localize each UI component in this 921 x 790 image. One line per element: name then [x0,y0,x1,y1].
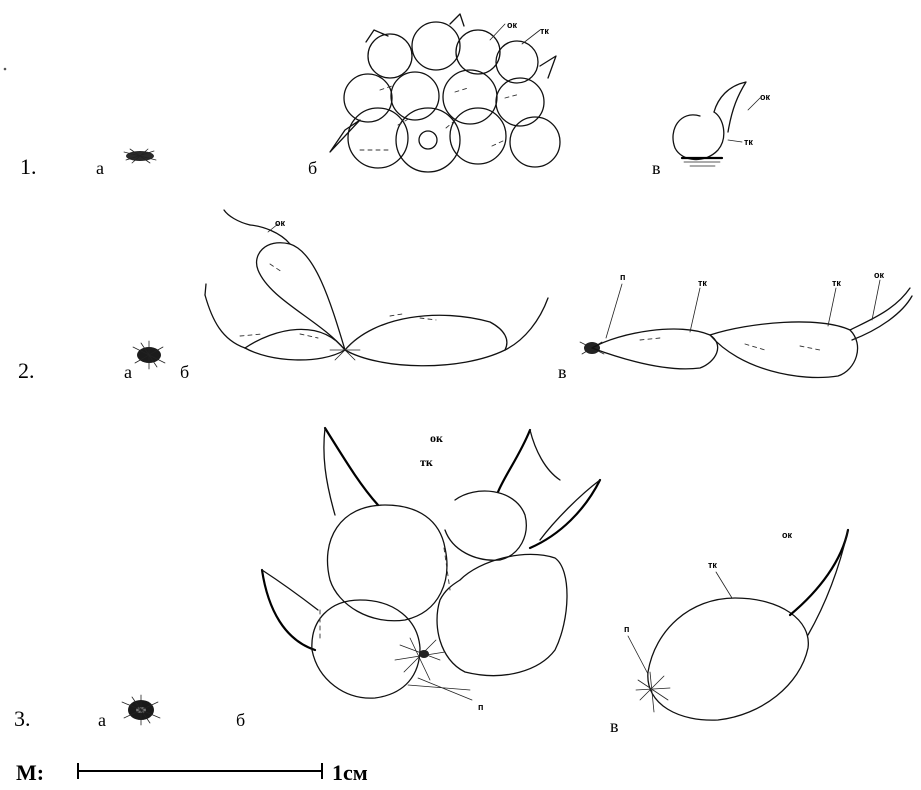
r3-number: 3. [14,706,31,731]
r3-label-v: в [610,716,619,736]
r1-b-label-tk: тк [540,26,549,36]
r3-b-label-ok: ок [430,431,443,445]
r3-v-label-ok: ок [782,530,792,540]
r1-label-v: в [652,158,661,178]
r3-b-label-tk: тк [420,455,433,469]
scale-prefix: М: [16,760,44,785]
r3-specimen-v [628,530,848,720]
r1-v-label-ok: ок [760,92,770,102]
r3-specimen-a [122,695,160,725]
stray-dot [4,68,7,71]
r1-v-label-tk: тк [744,137,753,147]
r1-label-a: а [96,158,104,178]
r2-specimen-v [580,280,912,377]
r1-specimen-a [124,149,156,163]
r2-b-label-ok: ок [275,218,285,228]
r2-specimen-b [205,210,548,366]
r1-cluster-b [330,14,560,172]
r1-label-b: б [308,158,317,178]
r1-specimen-v [673,82,760,166]
r2-label-b: б [180,362,189,382]
r3-v-label-p: п [624,624,629,634]
r2-specimen-a [133,341,165,369]
r1-b-label-ok: ок [507,20,517,30]
scale-bar: М: 1см [16,760,368,785]
r2-number: 2. [18,358,35,383]
r2-v-label-p: п [620,272,625,282]
r2-label-v: в [558,362,567,382]
r2-v-label-tk2: тк [832,278,841,288]
r3-label-a: а [98,710,106,730]
r3-label-b: б [236,710,245,730]
row-3: ок тк п ок тк п 3. а б в [14,428,848,736]
row-2: ок п тк тк ок 2. а б в [18,210,912,383]
r3-b-label-p: п [478,702,483,712]
r2-label-a: а [124,362,132,382]
r2-v-label-tk1: тк [698,278,707,288]
r3-v-label-tk: тк [708,560,717,570]
row-1: ок тк ок тк 1. а б в [20,14,770,179]
scale-value: 1см [332,760,368,785]
r2-v-label-ok: ок [874,270,884,280]
r1-number: 1. [20,154,37,179]
